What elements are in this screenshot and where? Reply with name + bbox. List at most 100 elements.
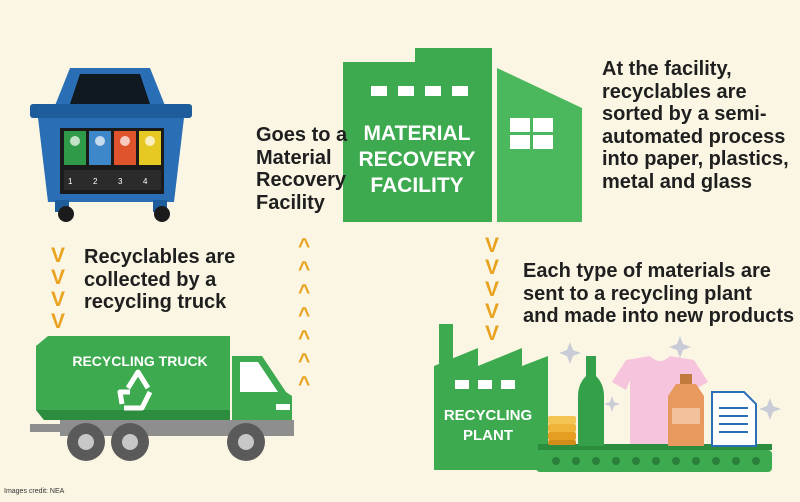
bin-rim (30, 104, 192, 118)
step-collected-text: Recyclables are collected by a recycling… (84, 246, 235, 314)
conveyor-roller (652, 457, 660, 465)
conveyor-surface (538, 444, 772, 450)
chevrons-down-right: V V V V V (485, 234, 499, 345)
truck-container-base (36, 410, 230, 420)
facility-window (425, 86, 441, 96)
sparkle-icon (559, 342, 581, 364)
facility-window (398, 86, 414, 96)
step-plant-line: and made into new products (523, 305, 795, 327)
plastic-bottle-icon (668, 374, 704, 446)
truck-rear-bumper (30, 424, 64, 432)
recycling-plant: RECYCLING PLANT (434, 324, 548, 470)
conveyor-belt (536, 444, 772, 472)
conveyor-roller (672, 457, 680, 465)
conveyor-roller (612, 457, 620, 465)
chevron-up-icon: ^ (298, 304, 310, 327)
facility-window (510, 118, 530, 132)
truck-wheel-hub (78, 434, 94, 450)
chevron-down-icon: V (51, 310, 65, 333)
chevron-down-icon: V (485, 300, 499, 323)
step-collected-line: collected by a (84, 268, 217, 291)
facility-window (533, 135, 553, 149)
conveyor-roller (572, 457, 580, 465)
step-sorted-line: At the facility, (602, 58, 732, 80)
step-sorted-line: metal and glass (602, 170, 753, 193)
bin-label-1: 1 (68, 177, 73, 186)
facility-window (510, 135, 530, 149)
recycling-truck: RECYCLING TRUCK (30, 336, 294, 461)
chevron-down-icon: V (485, 256, 499, 279)
step-goes-to-line: Facility (256, 191, 325, 214)
step-goes-to-line: Material (256, 146, 332, 169)
plant-window (455, 380, 469, 389)
chevron-down-icon: V (51, 288, 65, 311)
chevron-down-icon: V (51, 266, 65, 289)
paper-document-icon (711, 391, 757, 447)
step-goes-to-text: Goes to a Material Recovery Facility (256, 124, 347, 214)
bin-label-3: 3 (118, 177, 123, 186)
conveyor-roller (752, 457, 760, 465)
step-collected-line: Recyclables are (84, 246, 236, 268)
sparkle-icon (759, 398, 781, 420)
step-collected-line: recycling truck (84, 291, 227, 313)
step-sorted-line: sorted by a semi- (602, 103, 767, 125)
bin-wheel (58, 206, 74, 222)
bin-sticker-1 (64, 131, 86, 165)
chevron-up-icon: ^ (298, 350, 310, 373)
conveyor-roller (632, 457, 640, 465)
chevron-up-icon: ^ (298, 235, 310, 258)
stacked-cans-icon (548, 416, 576, 445)
bin-sticker-4 (139, 131, 161, 165)
plant-label-line2: PLANT (463, 427, 513, 444)
chevron-down-icon: V (485, 234, 499, 257)
facility-window (371, 86, 387, 96)
truck-window (240, 362, 278, 392)
step-goes-to-line: Goes to a (256, 124, 348, 146)
chevron-up-icon: ^ (298, 258, 310, 281)
bin-sticker-3 (114, 131, 136, 165)
bin-label-4: 4 (143, 177, 148, 186)
bin-sticker-icon (70, 136, 80, 146)
step-goes-to-line: Recovery (256, 169, 347, 191)
sparkle-icon (604, 396, 620, 412)
conveyor-roller (732, 457, 740, 465)
chevrons-up-center: ^ ^ ^ ^ ^ ^ ^ (298, 235, 310, 396)
step-sorted-line: recyclables are (602, 80, 747, 103)
facility-label-line2: RECOVERY (358, 148, 475, 171)
truck-wheel-hub (238, 434, 254, 450)
plant-window (478, 380, 492, 389)
truck-headlight (276, 404, 290, 410)
bin-sticker-icon (145, 136, 155, 146)
chevron-up-icon: ^ (298, 373, 310, 396)
conveyor-roller (552, 457, 560, 465)
chevron-down-icon: V (485, 322, 499, 345)
step-plant-text: Each type of materials are sent to a rec… (523, 260, 794, 328)
plant-window (501, 380, 515, 389)
bin-sticker-icon (95, 136, 105, 146)
facility-label-line1: MATERIAL (364, 122, 471, 145)
step-plant-line: sent to a recycling plant (523, 282, 752, 305)
truck-label: RECYCLING TRUCK (72, 353, 207, 369)
bin-sticker-strip (64, 170, 161, 190)
bin-lid-opening (70, 74, 150, 104)
plant-chimney (439, 324, 453, 366)
material-recovery-facility: MATERIAL RECOVERY FACILITY (343, 48, 582, 222)
step-sorted-text: At the facility, recyclables are sorted … (602, 58, 789, 193)
bin-sticker-2 (89, 131, 111, 165)
plant-label-line1: RECYCLING (444, 407, 532, 424)
facility-label-line3: FACILITY (370, 174, 463, 197)
glass-bottle-icon (578, 356, 604, 446)
sparkle-icon (669, 336, 691, 358)
step-sorted-line: into paper, plastics, (602, 148, 789, 170)
image-credit: Images credit: NEA (4, 488, 65, 495)
step-sorted-line: automated process (602, 125, 786, 148)
facility-window (452, 86, 468, 96)
plant-building (434, 348, 548, 470)
chevron-down-icon: V (51, 244, 65, 267)
truck-wheel-hub (122, 434, 138, 450)
facility-window (533, 118, 553, 132)
chevron-down-icon: V (485, 278, 499, 301)
products (548, 336, 781, 447)
